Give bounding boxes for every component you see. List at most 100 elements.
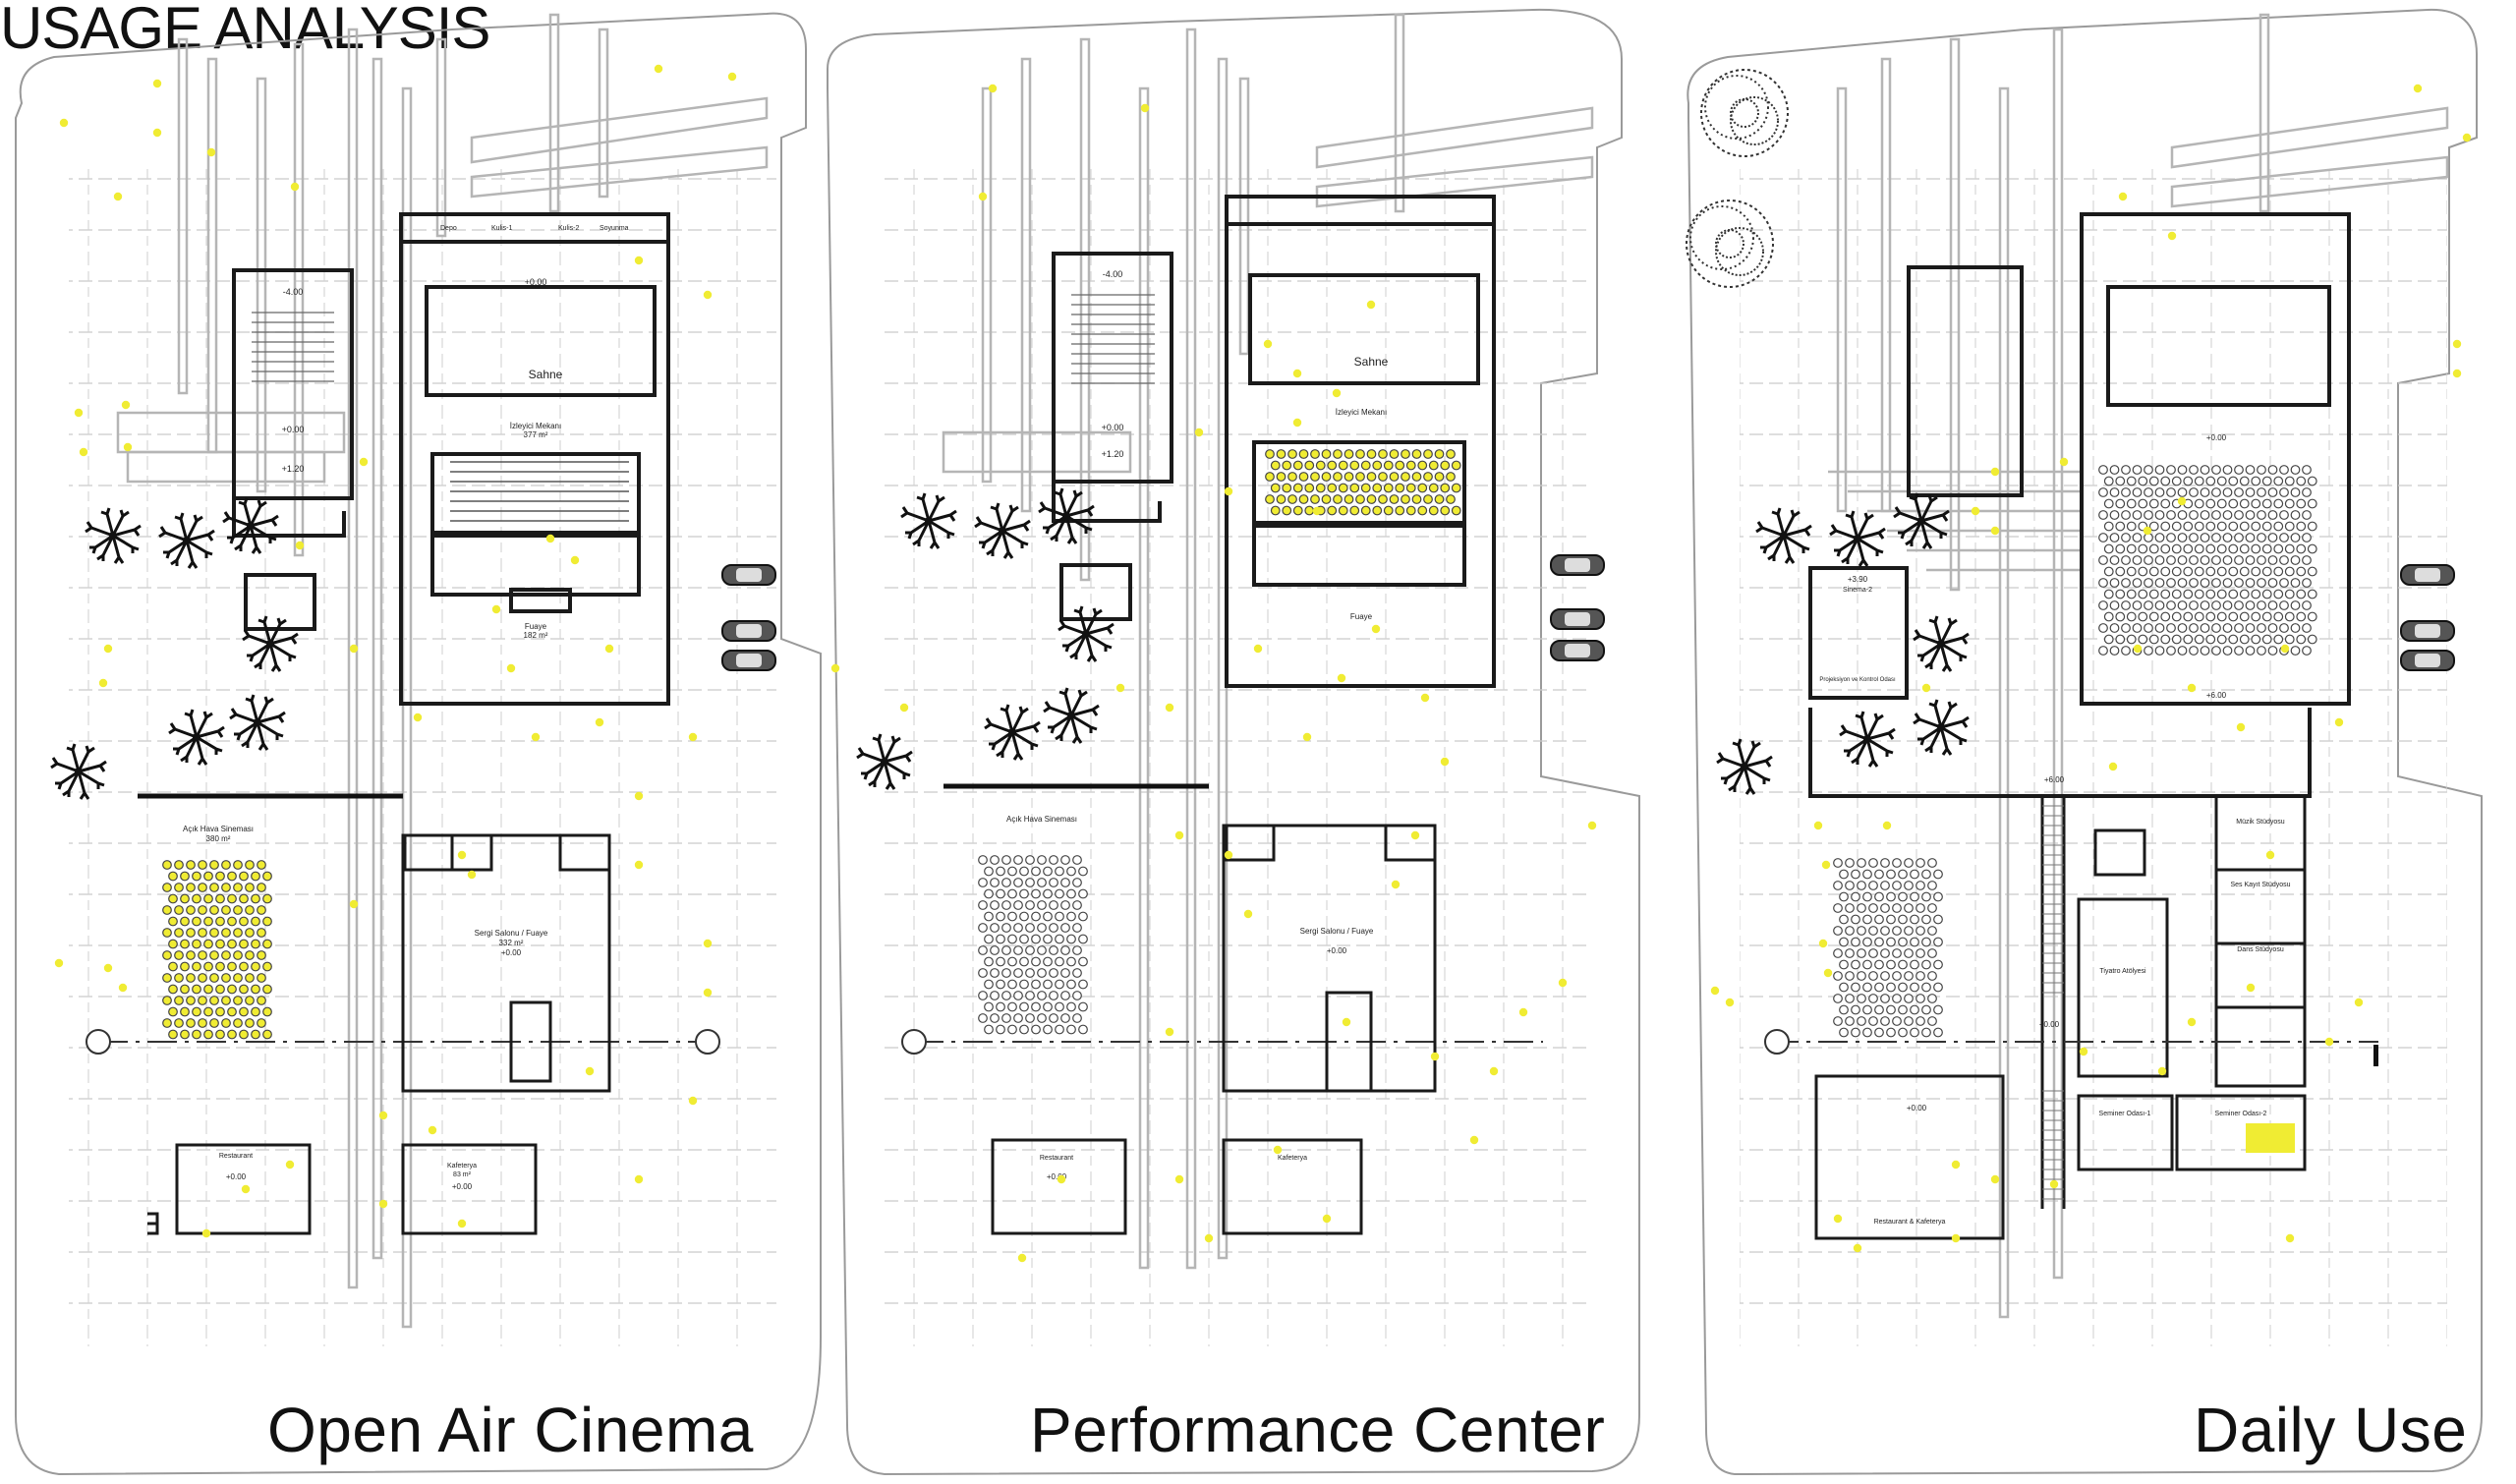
person-dot [1725,998,1735,1007]
person-dot [585,1066,595,1076]
open-air-seat [1007,956,1017,967]
open-air-seat [1037,878,1047,887]
hall-seat [2228,498,2239,509]
highlighted-seat [1383,460,1394,471]
hall-seat [2103,566,2114,577]
open-air-seat [198,996,207,1005]
person-dot [1821,860,1831,870]
highlighted-seat [1344,472,1354,482]
open-air-seat [215,939,225,949]
open-air-seat [221,883,231,892]
open-air-seat [1013,1013,1023,1023]
person-dot [2143,526,2152,536]
open-air-seat [1862,1027,1872,1038]
open-air-seat [215,1006,225,1017]
hall-seat [2160,634,2171,645]
person-dot [1273,1145,1283,1155]
open-air-seat [262,939,272,949]
level-cinema-top: -4.00 [1103,269,1123,279]
open-air-seat [1857,948,1866,958]
open-air-seat [1857,903,1866,913]
open-air-seat [1007,1001,1017,1012]
highlighted-seat [1338,460,1348,471]
open-air-seat [180,939,190,949]
open-air-seat [1031,866,1041,877]
open-air-seat [990,991,1000,1000]
hall-seat [2307,476,2317,486]
hall-seat [2200,487,2210,497]
hall-seat [2245,510,2256,520]
open-air-seat [203,984,213,995]
hall-seat [2194,498,2204,509]
open-air-seat [1072,945,1082,955]
level-cinema-bottom: +1.20 [282,464,305,474]
hall-seat [2115,476,2126,486]
open-air-seat [1851,869,1860,880]
hall-seat [2121,555,2131,565]
hall-seat [2200,578,2210,588]
open-air-seat [1049,1013,1058,1023]
hall-seat [2284,521,2295,532]
car-icon [1550,554,1605,576]
hall-seat [2103,521,2114,532]
hall-seat [2273,589,2284,599]
open-air-seat [221,950,231,960]
open-air-seat [1880,858,1890,868]
open-air-seat [1886,891,1896,902]
open-air-seat [1060,991,1070,1000]
person-dot [688,1096,698,1106]
open-air-seat [1019,1001,1029,1012]
open-air-seat [174,1018,184,1028]
hall-seat [2121,623,2131,633]
car-icon [2400,620,2455,642]
open-air-seat [1910,891,1919,902]
open-air-seat [1025,923,1035,933]
highlighted-seat [1405,460,1416,471]
open-air-seat [984,866,994,877]
highlighted-seat [1338,505,1348,516]
open-air-seat [1839,869,1849,880]
open-air-seat [168,1006,178,1017]
hall-seat [2273,476,2284,486]
person-dot [2452,369,2462,378]
hall-seat [2138,566,2148,577]
open-air-seat [1013,991,1023,1000]
hall-seat [2098,465,2108,475]
open-air-seat [180,1029,190,1040]
person-dot [1057,1174,1066,1184]
hall-seat [2239,498,2250,509]
hall-seat [2126,634,2137,645]
hall-seat [2183,611,2194,622]
sergi-area: 332 m² [499,939,524,947]
open-air-seat [1898,1027,1908,1038]
hall-seat [2284,498,2295,509]
hall-seat [2296,521,2307,532]
open-air-seat [174,996,184,1005]
open-air-seat [1933,982,1943,993]
hall-seat [2245,465,2256,475]
open-air-seat [245,950,255,960]
kulis1-label: Kulis-1 [491,225,513,232]
person-dot [1853,1243,1862,1253]
open-air-seat [233,973,243,983]
hall-seat [2261,634,2272,645]
hall-seat [2148,476,2159,486]
open-air-seat [1904,926,1914,936]
person-dot [634,256,644,265]
open-air-seat [192,893,201,904]
hall-seat [2103,476,2114,486]
open-air-seat [215,961,225,972]
open-air-seat [262,871,272,882]
person-dot [1342,1017,1351,1027]
hall-seat [2222,533,2233,542]
highlight-seminer [2246,1123,2295,1153]
person-dot [595,717,604,727]
highlighted-seat [1321,494,1332,504]
person-dot [201,1228,211,1238]
open-air-seat [1043,1024,1053,1035]
person-dot [1440,757,1450,767]
person-dot [570,555,580,565]
hall-seat [2177,600,2188,610]
highlighted-seat [1405,483,1416,493]
hall-seat [2194,634,2204,645]
